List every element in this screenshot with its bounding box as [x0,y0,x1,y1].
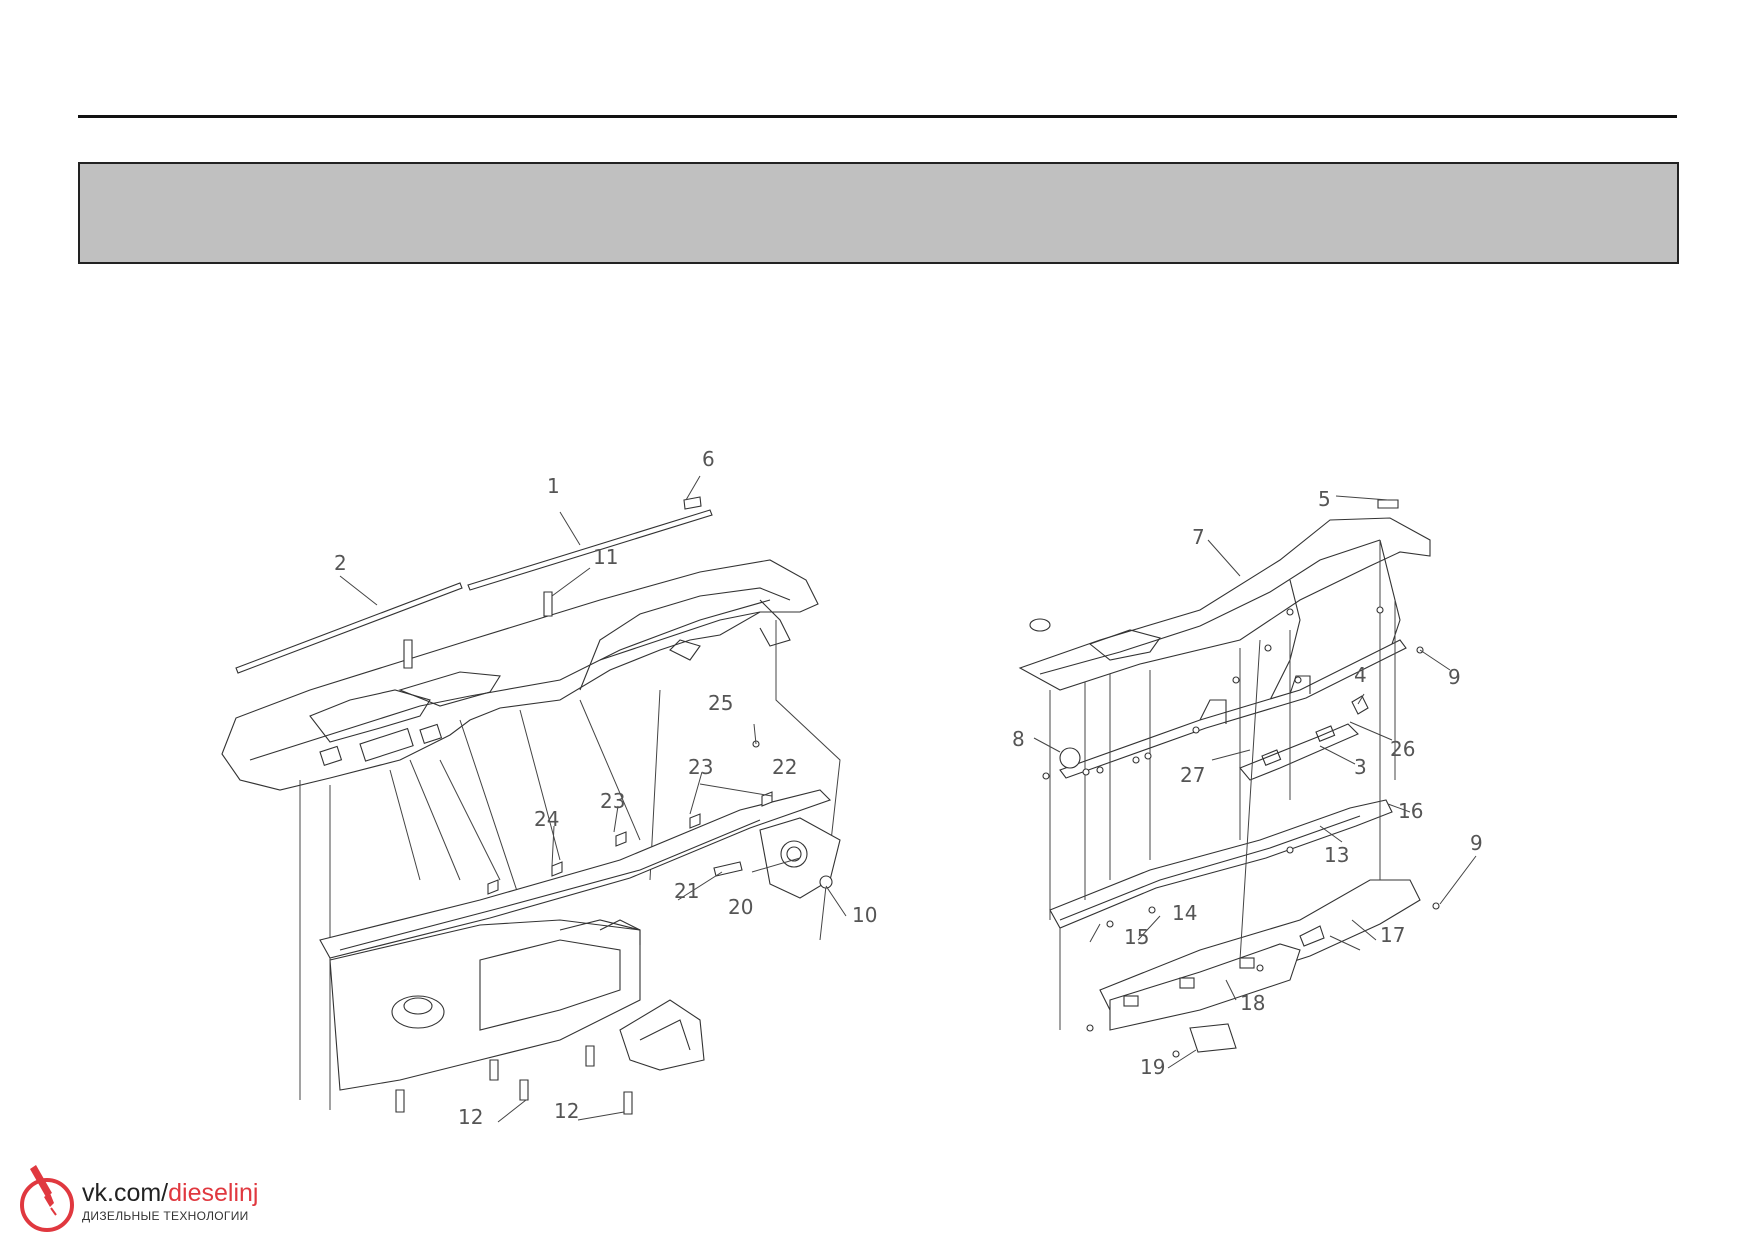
watermark-subtitle: ДИЗЕЛЬНЫЕ ТЕХНОЛОГИИ [82,1209,249,1223]
callout-9a: 9 [1448,665,1461,689]
callout-16: 16 [1398,799,1423,823]
header-band [78,162,1679,264]
callout-11: 11 [593,545,618,569]
left-assembly: 1 2 6 11 25 23 22 23 24 21 20 10 12 12 [221,447,877,1129]
clip-5 [1377,499,1399,509]
right-assembly: 5 7 9 4 8 26 3 27 16 13 9 14 15 17 18 19 [1012,487,1483,1079]
callout-23b: 23 [600,789,625,813]
callout-13: 13 [1324,843,1349,867]
callout-6: 6 [702,447,715,471]
callout-2: 2 [334,551,347,575]
fuel-injector-icon [20,1165,74,1232]
callout-18: 18 [1240,991,1265,1015]
watermark-url: vk.com/dieselinj [82,1179,259,1207]
callout-17: 17 [1380,923,1405,947]
callout-19: 19 [1140,1055,1165,1079]
upper-panel-7 [1018,517,1431,691]
duct-13 [1049,799,1393,929]
callout-9b: 9 [1470,831,1483,855]
callout-14: 14 [1172,901,1197,925]
clip-4 [1351,695,1369,715]
callout-8: 8 [1012,727,1025,751]
grommet [1029,618,1051,632]
callout-26: 26 [1390,737,1415,761]
mount-8 [1059,747,1081,769]
callout-12b: 12 [554,1099,579,1123]
callout-4: 4 [1354,663,1367,687]
callout-12a: 12 [458,1105,483,1129]
nut-10 [819,875,833,889]
floor-unit [329,919,641,1091]
top-rule [78,115,1677,118]
bolt-11 [543,591,553,617]
cross-bar [1059,639,1407,779]
trim-strip-1 [467,509,713,591]
trim-strip-2 [235,582,463,674]
duct-18 [1109,943,1301,1031]
callout-24: 24 [534,807,559,831]
cross-member [319,789,832,959]
callout-25: 25 [708,691,733,715]
callout-3: 3 [1354,755,1367,779]
lower-bracket [619,999,705,1071]
floor-vent-19 [1189,1023,1237,1053]
callout-1: 1 [547,474,560,498]
clip-6 [683,496,702,510]
vent-3 [1239,723,1359,781]
callout-5: 5 [1318,487,1331,511]
instrument-panel [221,559,819,791]
callout-10: 10 [852,903,877,927]
callout-15: 15 [1124,925,1149,949]
callout-20: 20 [728,895,753,919]
callout-22: 22 [772,755,797,779]
callout-27: 27 [1180,763,1205,787]
callout-21: 21 [674,879,699,903]
watermark: vk.com/dieselinj ДИЗЕЛЬНЫЕ ТЕХНОЛОГИИ [16,1163,316,1233]
callout-7: 7 [1192,525,1205,549]
callout-23a: 23 [688,755,713,779]
